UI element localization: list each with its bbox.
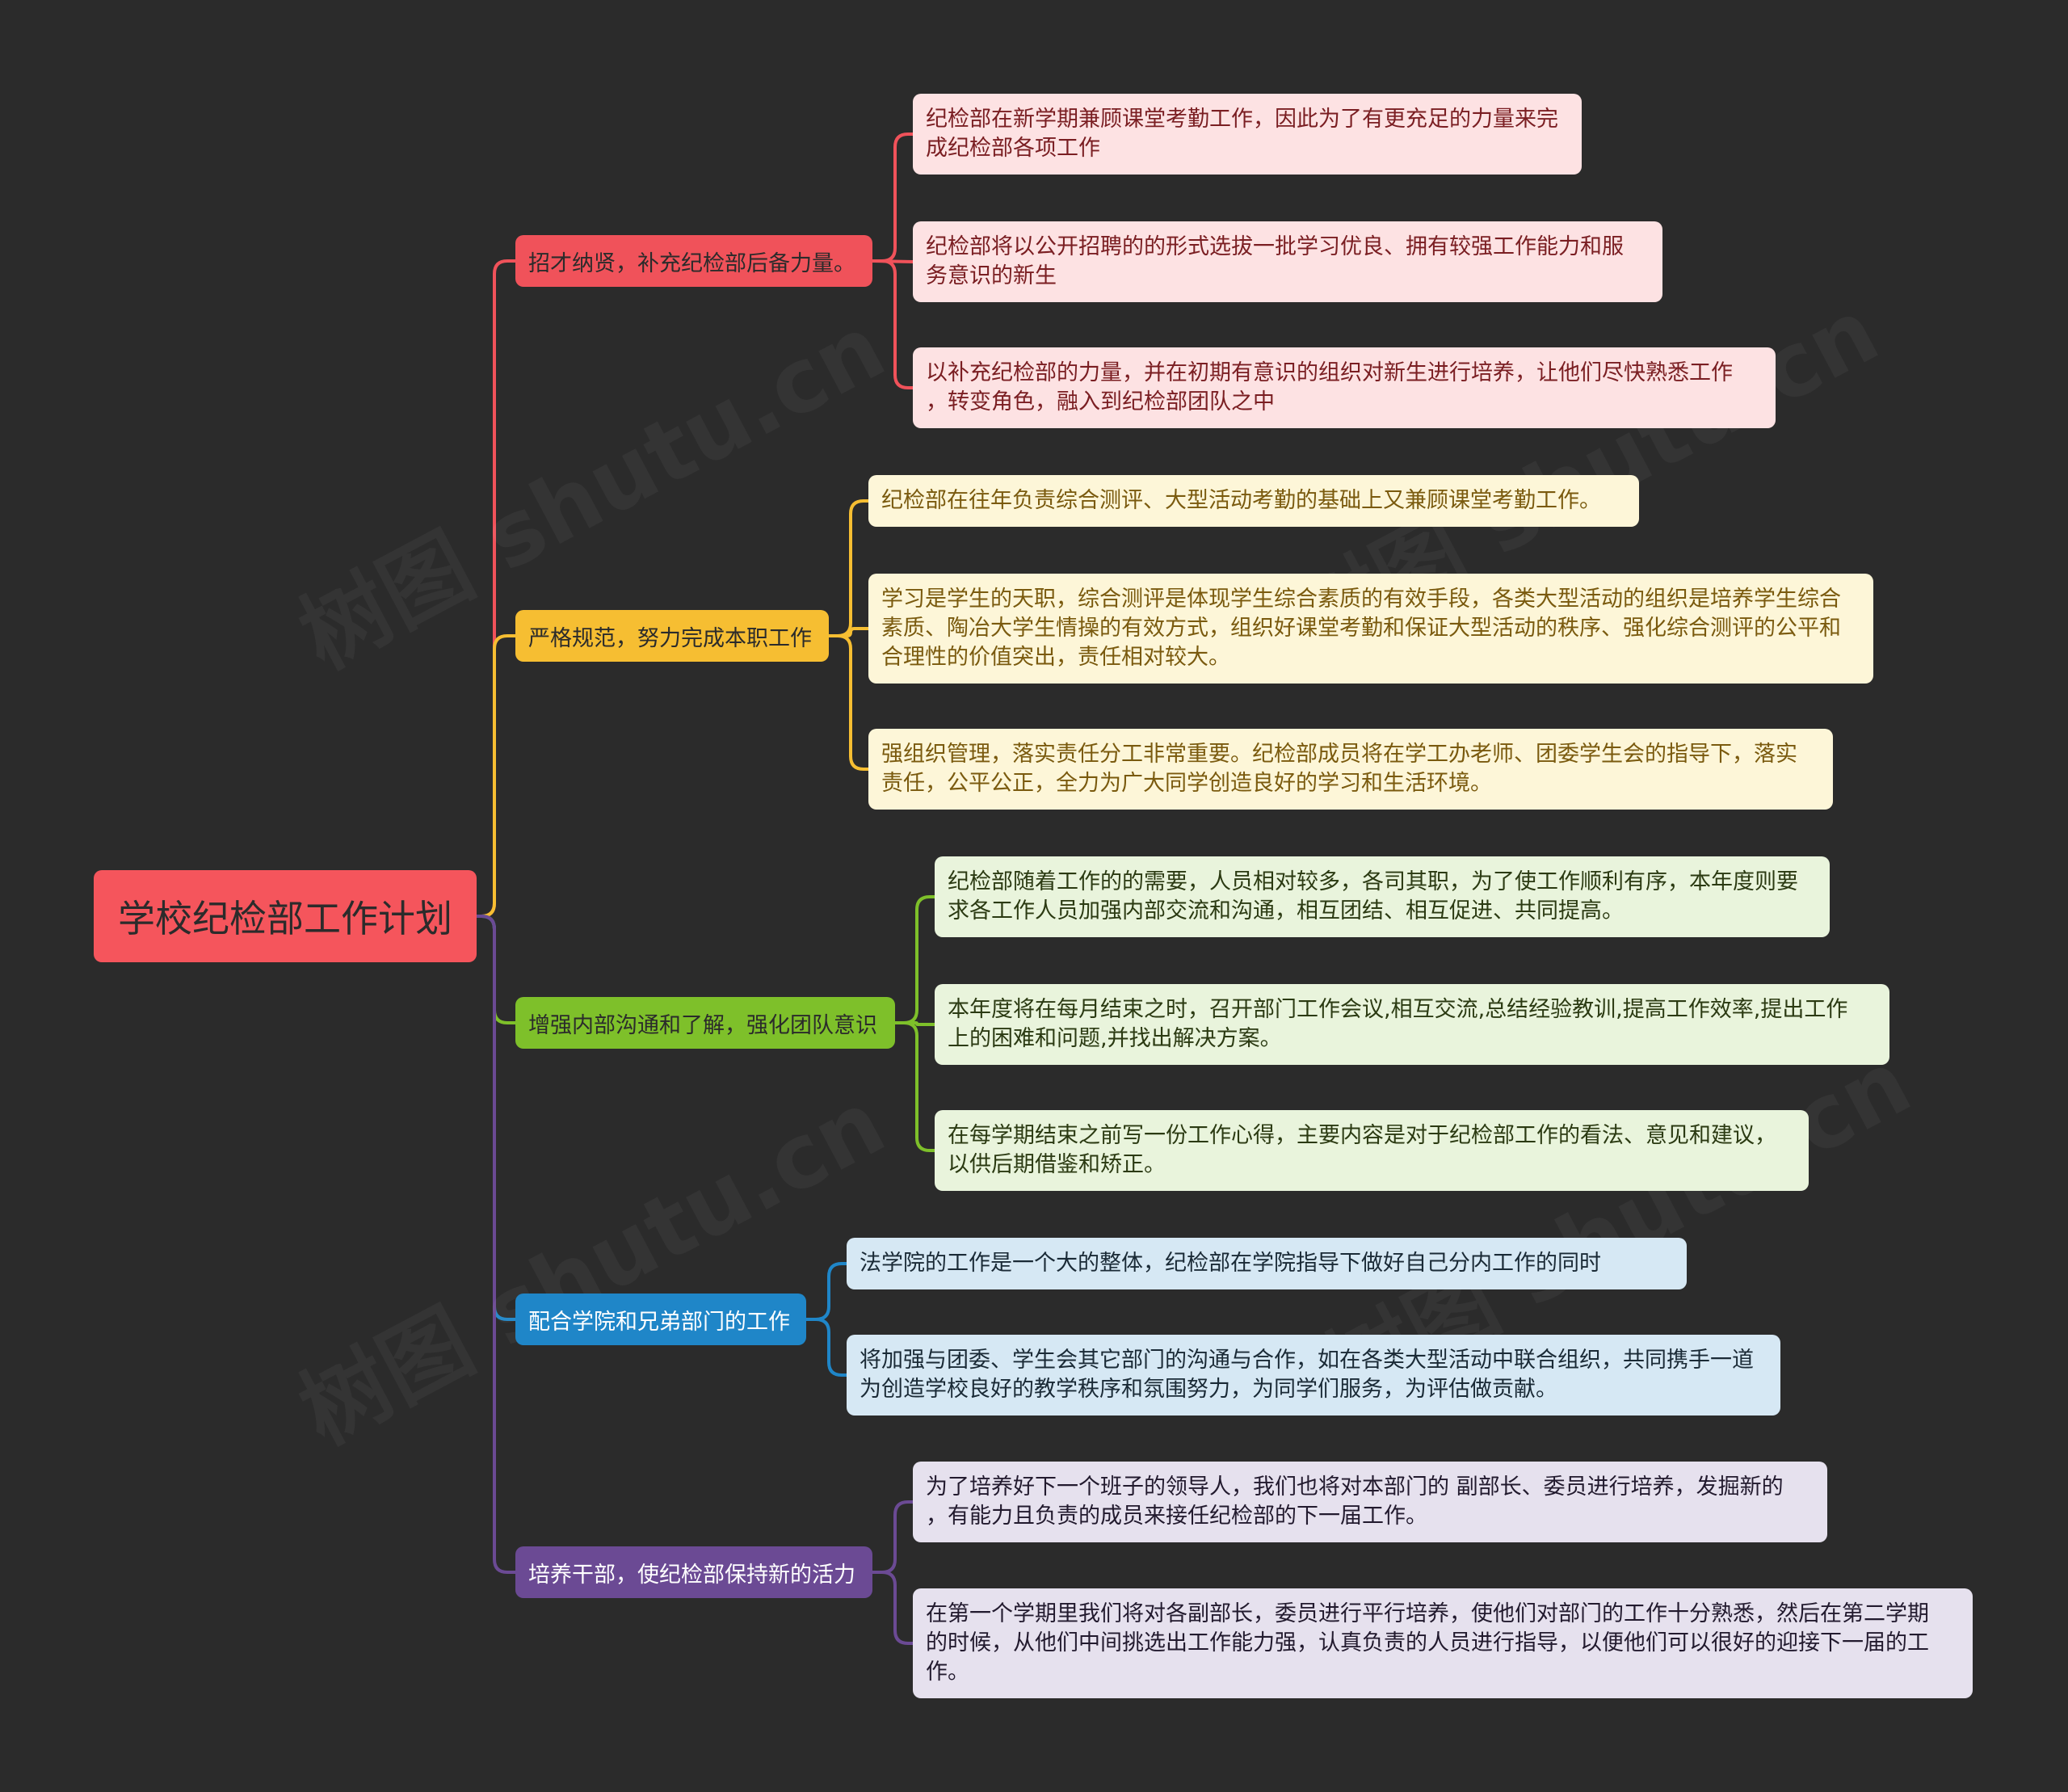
leaf-node[interactable]: 纪检部在新学期兼顾课堂考勤工作，因此为了有更充足的力量来完 成纪检部各项工作	[913, 94, 1582, 175]
branch-node-communication[interactable]: 增强内部沟通和了解，强化团队意识	[515, 997, 895, 1049]
connector-line	[893, 1021, 936, 1026]
leaf-text: 本年度将在每月结束之时，召开部门工作会议,相互交流,总结经验教训,提高工作效率,…	[948, 997, 1848, 1051]
branch-label: 培养干部，使纪检部保持新的活力	[528, 1562, 855, 1588]
leaf-text: 强组织管理，落实责任分工非常重要。纪检部成员将在学工办老师、团委学生会的指导下，…	[881, 742, 1797, 796]
connector-line	[871, 259, 914, 389]
connector-line	[805, 1318, 848, 1377]
leaf-text: 将加强与团委、学生会其它部门的沟通与合作，如在各类大型活动中联合组织，共同携手一…	[860, 1348, 1754, 1402]
leaf-node[interactable]: 本年度将在每月结束之时，召开部门工作会议,相互交流,总结经验教训,提高工作效率,…	[935, 984, 1889, 1065]
leaf-text: 以补充纪检部的力量，并在初期有意识的组织对新生进行培养，让他们尽快熟悉工作 ，转…	[926, 360, 1733, 414]
connector-line	[475, 915, 517, 1574]
leaf-node[interactable]: 在每学期结束之前写一份工作心得，主要内容是对于纪检部工作的看法、意见和建议， 以…	[935, 1110, 1809, 1191]
branch-label: 增强内部沟通和了解，强化团队意识	[528, 1012, 877, 1038]
connector-line	[805, 1262, 848, 1321]
leaf-text: 在每学期结束之前写一份工作心得，主要内容是对于纪检部工作的看法、意见和建议， 以…	[948, 1123, 1776, 1177]
leaf-node[interactable]: 纪检部将以公开招聘的的形式选拔一批学习优良、拥有较强工作能力和服 务意识的新生	[913, 221, 1662, 302]
leaf-node[interactable]: 在第一个学期里我们将对各副部长，委员进行平行培养，使他们对部门的工作十分熟悉，然…	[913, 1588, 1973, 1698]
leaf-text: 法学院的工作是一个大的整体，纪检部在学院指导下做好自己分内工作的同时	[860, 1251, 1601, 1276]
branch-node-cadre-training[interactable]: 培养干部，使纪检部保持新的活力	[515, 1546, 872, 1598]
leaf-node[interactable]: 以补充纪检部的力量，并在初期有意识的组织对新生进行培养，让他们尽快熟悉工作 ，转…	[913, 347, 1776, 428]
connector-line	[871, 1571, 914, 1645]
leaf-node[interactable]: 为了培养好下一个班子的领导人，我们也将对本部门的 副部长、委员进行培养，发掘新的…	[913, 1462, 1827, 1542]
connector-line	[893, 895, 936, 1024]
leaf-text: 纪检部随着工作的的需要，人员相对较多，各司其职，为了使工作顺利有序，本年度则要 …	[948, 869, 1798, 923]
connector-line	[827, 634, 870, 771]
leaf-node[interactable]: 法学院的工作是一个大的整体，纪检部在学院指导下做好自己分内工作的同时	[847, 1238, 1687, 1289]
leaf-text: 纪检部将以公开招聘的的形式选拔一批学习优良、拥有较强工作能力和服 务意识的新生	[926, 234, 1624, 288]
branch-label: 严格规范，努力完成本职工作	[528, 625, 812, 651]
leaf-text: 学习是学生的天职，综合测评是体现学生综合素质的有效手段，各类大型活动的组织是培养…	[881, 587, 1841, 670]
root-label: 学校纪检部工作计划	[118, 897, 452, 940]
leaf-node[interactable]: 学习是学生的天职，综合测评是体现学生综合素质的有效手段，各类大型活动的组织是培养…	[868, 574, 1873, 684]
leaf-node[interactable]: 将加强与团委、学生会其它部门的沟通与合作，如在各类大型活动中联合组织，共同携手一…	[847, 1335, 1780, 1416]
branch-node-cooperation[interactable]: 配合学院和兄弟部门的工作	[515, 1294, 806, 1345]
connector-line	[871, 133, 914, 263]
leaf-node[interactable]: 纪检部随着工作的的需要，人员相对较多，各司其职，为了使工作顺利有序，本年度则要 …	[935, 856, 1830, 937]
leaf-node[interactable]: 纪检部在往年负责综合测评、大型活动考勤的基础上又兼顾课堂考勤工作。	[868, 475, 1639, 527]
connector-line	[827, 627, 870, 637]
branch-node-recruit[interactable]: 招才纳贤，补充纪检部后备力量。	[515, 235, 872, 287]
connector-line	[871, 1500, 914, 1574]
leaf-node[interactable]: 强组织管理，落实责任分工非常重要。纪检部成员将在学工办老师、团委学生会的指导下，…	[868, 729, 1833, 810]
leaf-text: 为了培养好下一个班子的领导人，我们也将对本部门的 副部长、委员进行培养，发掘新的…	[926, 1474, 1784, 1529]
branch-node-standards[interactable]: 严格规范，努力完成本职工作	[515, 610, 829, 662]
connector-line	[827, 499, 870, 637]
branch-label: 配合学院和兄弟部门的工作	[528, 1309, 790, 1335]
connector-line	[893, 1021, 936, 1152]
leaf-text: 在第一个学期里我们将对各副部长，委员进行平行培养，使他们对部门的工作十分熟悉，然…	[926, 1601, 1929, 1685]
connector-line	[475, 634, 517, 918]
root-node[interactable]: 学校纪检部工作计划	[94, 870, 477, 962]
leaf-text: 纪检部在往年负责综合测评、大型活动考勤的基础上又兼顾课堂考勤工作。	[881, 488, 1601, 513]
leaf-text: 纪检部在新学期兼顾课堂考勤工作，因此为了有更充足的力量来完 成纪检部各项工作	[926, 107, 1558, 161]
branch-label: 招才纳贤，补充纪检部后备力量。	[528, 250, 855, 276]
